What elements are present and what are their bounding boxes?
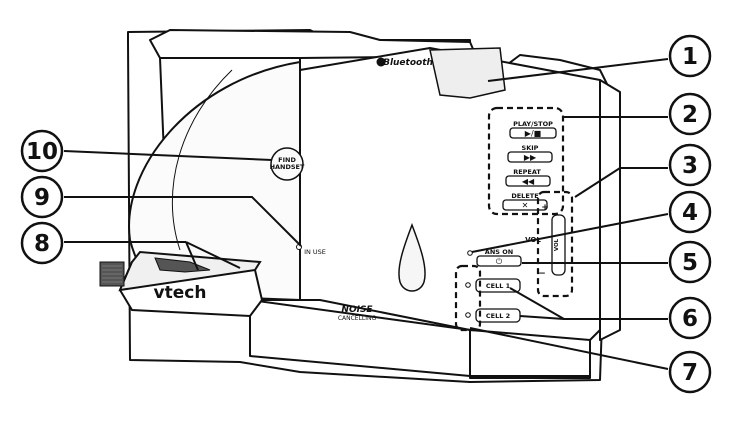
cancelling-label: CANCELLING: [338, 315, 377, 322]
volume-rocker[interactable]: VOL VOL + −: [525, 203, 566, 279]
callout-6-number: 6: [682, 306, 698, 332]
cell2-key[interactable]: [475, 308, 521, 323]
play-stop-icon: ▶/■: [525, 129, 541, 138]
callout-1-number: 1: [682, 44, 698, 70]
ans-on-label: ANS ON: [485, 248, 513, 256]
noise-label: NOISE: [341, 305, 373, 315]
callout-5: 5: [668, 240, 712, 284]
leader-4: [471, 213, 669, 253]
find-handset-label-1: FIND: [278, 156, 296, 164]
play-stop-button[interactable]: PLAY/STOP ▶/■: [509, 120, 557, 139]
leader-8b: [185, 241, 199, 271]
repeat-label: REPEAT: [513, 168, 541, 176]
cell1-button[interactable]: CELL 1: [475, 278, 521, 293]
in-use-label: IN USE: [304, 248, 326, 256]
leader-10: [63, 150, 273, 161]
callout-4-number: 4: [682, 200, 698, 226]
dashed-groups: [454, 106, 574, 332]
callout-10-number: 10: [26, 139, 58, 165]
vol-plus: +: [541, 203, 549, 213]
grille-lines: [102, 265, 122, 283]
repeat-icon: ◀◀: [522, 177, 535, 186]
delete-label: DELETE: [511, 192, 538, 200]
delete-icon: ✕: [522, 201, 529, 210]
brand-logo: vtech: [154, 283, 207, 303]
find-handset-button[interactable]: FIND HANDSET: [270, 147, 305, 181]
leader-1: [487, 58, 669, 82]
cell1-label: CELL 1: [486, 282, 511, 290]
cell1-key[interactable]: [475, 278, 521, 293]
cell2-button[interactable]: CELL 2: [475, 308, 521, 323]
skip-icon: ▶▶: [524, 153, 537, 162]
bluetooth-icon: [376, 57, 386, 67]
play-stop-label: PLAY/STOP: [513, 120, 553, 128]
skip-key[interactable]: [507, 151, 553, 163]
cell1-led: [465, 282, 471, 288]
play-stop-key[interactable]: [509, 127, 557, 139]
leader-9: [64, 196, 302, 247]
find-handset-circle[interactable]: [270, 147, 304, 181]
callout-8: 8: [20, 221, 64, 265]
callout-7: 7: [668, 350, 712, 394]
vol-key-label: VOL: [554, 238, 560, 251]
callout-9-number: 9: [34, 185, 50, 211]
skip-button[interactable]: SKIP ▶▶: [507, 144, 553, 163]
cell-led-group: [454, 264, 482, 332]
callout-3-number: 3: [682, 153, 698, 179]
callout-4: 4: [668, 190, 712, 234]
leader-6b: [519, 315, 565, 320]
delete-key[interactable]: [502, 199, 548, 211]
find-handset-label-2: HANDSET: [270, 163, 305, 171]
ans-on-led: [467, 250, 473, 256]
leader-3: [574, 167, 668, 198]
delete-button[interactable]: DELETE ✕: [502, 192, 548, 211]
ans-on-key[interactable]: [476, 255, 522, 267]
bluetooth-badge: Bluetooth: [376, 57, 433, 68]
volume-key[interactable]: [551, 214, 566, 276]
cell2-label: CELL 2: [486, 312, 510, 320]
teardrop-emblem: [398, 222, 426, 292]
callout-2-number: 2: [682, 102, 698, 128]
callout-9: 9: [20, 175, 64, 219]
callout-6: 6: [668, 296, 712, 340]
vol-minus: −: [538, 269, 546, 279]
callout-8-number: 8: [34, 231, 50, 257]
ans-on-button[interactable]: ANS ON ⏻: [476, 248, 522, 267]
repeat-button[interactable]: REPEAT ◀◀: [505, 168, 551, 187]
right-side-panel: [599, 79, 621, 341]
repeat-key[interactable]: [505, 175, 551, 187]
handset-slot: [429, 47, 506, 99]
answering-keys-group: [487, 106, 565, 216]
callout-2: 2: [668, 92, 712, 136]
power-icon: ⏻: [496, 257, 503, 266]
cell2-led: [465, 312, 471, 318]
callout-10: 10: [20, 129, 64, 173]
leader-7: [469, 327, 669, 370]
answering-keys: PLAY/STOP ▶/■ SKIP ▶▶ REPEAT ◀◀ DELETE ✕…: [475, 120, 557, 323]
callout-7-number: 7: [682, 360, 698, 386]
bottom-skirt-right: [469, 329, 591, 377]
callouts: 1 2 3 4 5 6 7 8: [20, 34, 712, 394]
callout-1: 1: [668, 34, 712, 78]
callout-leaders: [63, 58, 669, 370]
volume-group: [536, 190, 574, 298]
skip-label: SKIP: [522, 144, 539, 152]
callout-3: 3: [668, 143, 712, 187]
charging-contacts: [154, 257, 211, 273]
callout-5-number: 5: [682, 250, 698, 276]
bluetooth-label: Bluetooth: [383, 58, 433, 68]
leader-8c: [185, 241, 241, 269]
